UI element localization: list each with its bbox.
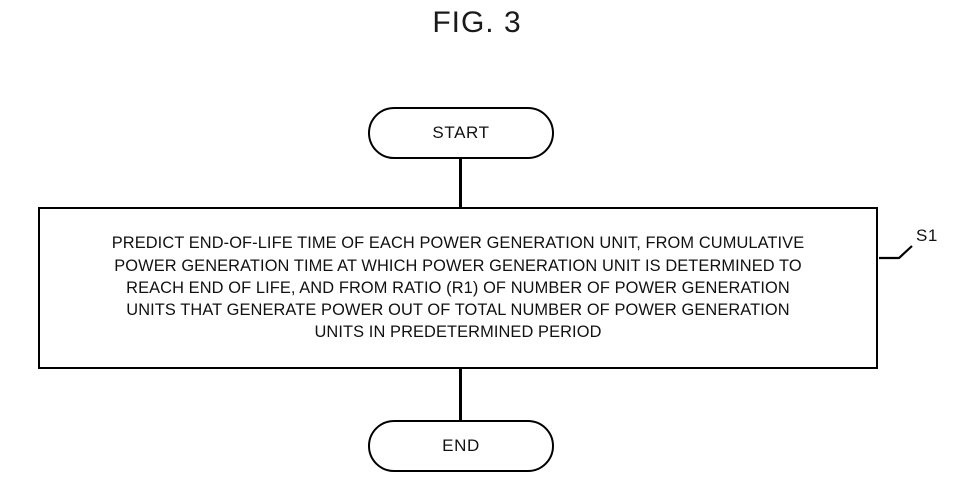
step-label-s1: S1: [916, 226, 938, 245]
connector-start-to-process: [459, 159, 462, 207]
figure-title: FIG. 3: [432, 6, 522, 39]
step-label-leader-line: [879, 245, 913, 260]
start-node-label: START: [432, 123, 490, 142]
flowchart-process-node-s1: PREDICT END-OF-LIFE TIME OF EACH POWER G…: [38, 207, 878, 369]
flowchart-start-node: START: [368, 107, 554, 159]
end-node-label: END: [442, 436, 480, 455]
connector-process-to-end: [459, 369, 462, 420]
process-node-label: PREDICT END-OF-LIFE TIME OF EACH POWER G…: [111, 234, 805, 342]
flowchart-end-node: END: [368, 420, 554, 472]
